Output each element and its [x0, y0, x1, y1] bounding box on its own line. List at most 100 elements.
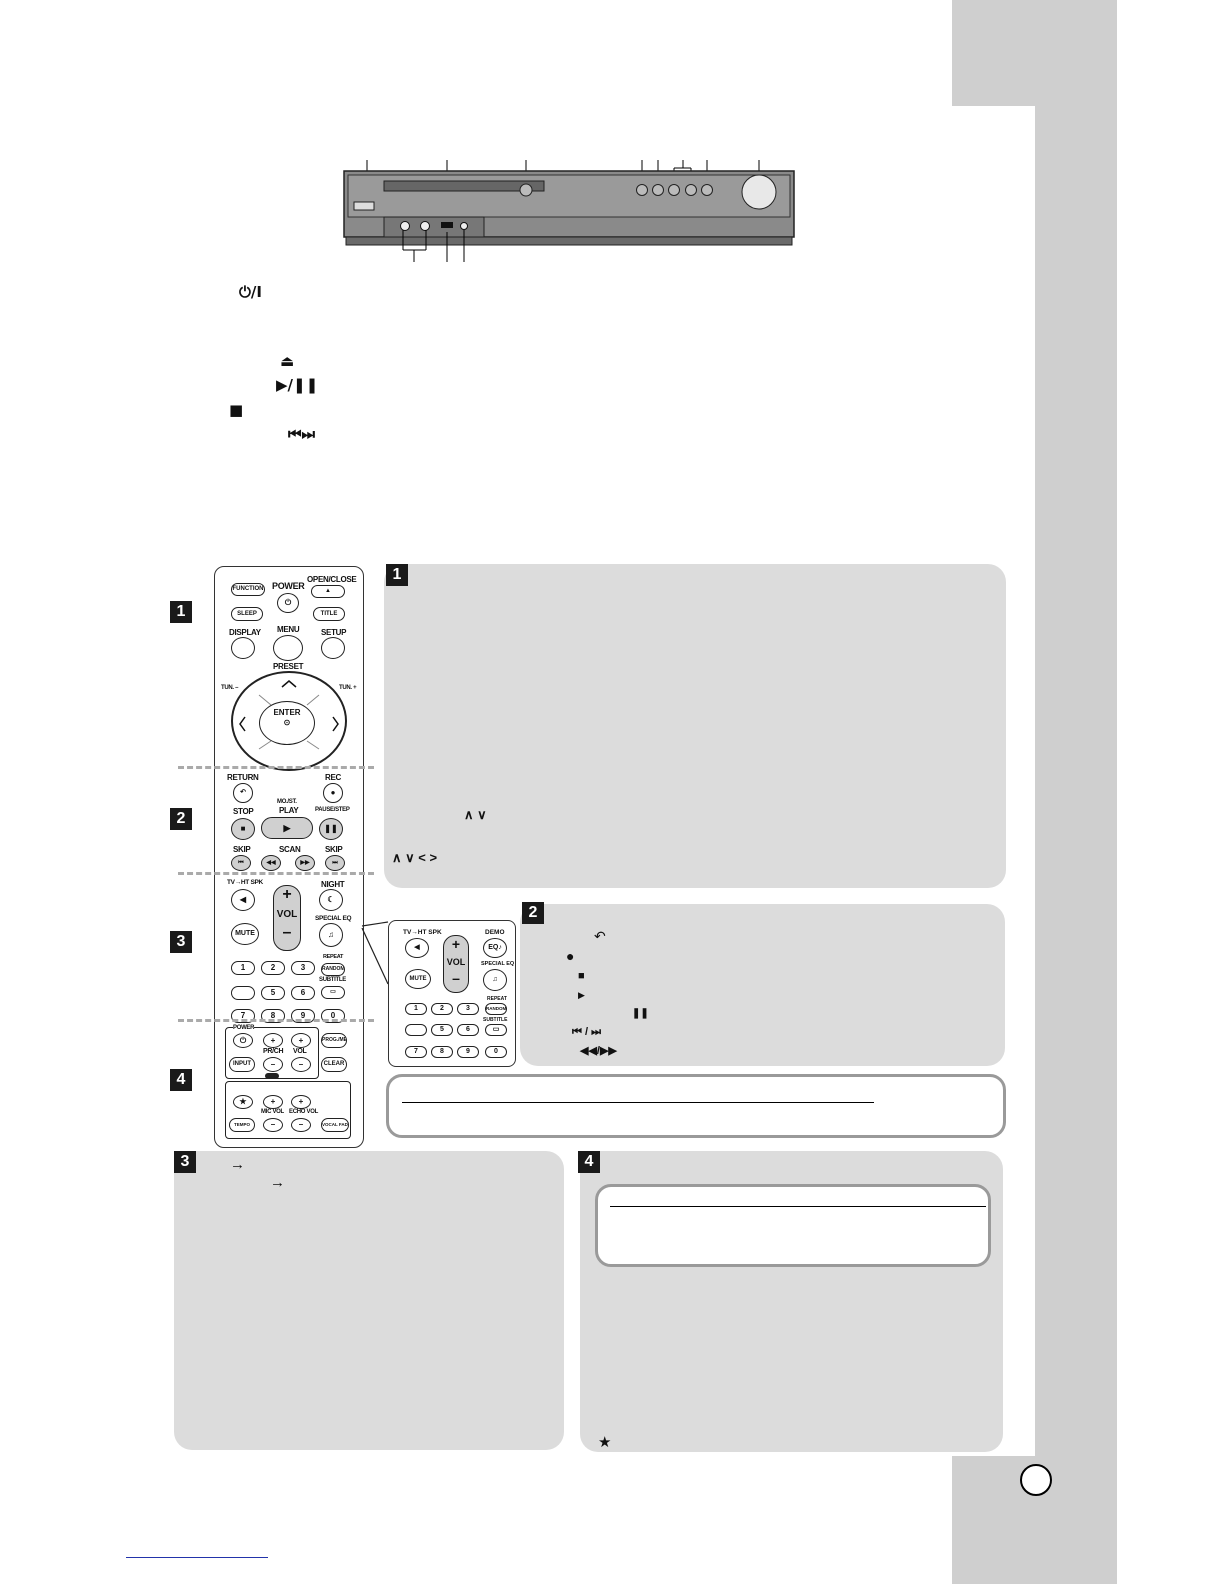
play-label: PLAY — [279, 806, 299, 815]
inset-callout — [361, 921, 389, 985]
inset-eq-button[interactable]: EQ♪ — [483, 938, 507, 958]
inset-digit-7[interactable]: 7 — [405, 1046, 427, 1058]
inset-special-eq-button[interactable]: ♫ — [483, 969, 507, 991]
function-button[interactable]: FUNCTION — [231, 583, 265, 596]
volume-knob — [741, 174, 777, 210]
skip-icon: ⏮ / ⏭ — [572, 1026, 601, 1038]
nav-arrows — [239, 680, 339, 750]
section-divider-3 — [178, 1019, 374, 1022]
digit-5-button[interactable]: 5 — [261, 986, 285, 1000]
menu-label: MENU — [277, 625, 300, 634]
title-button[interactable]: TITLE — [313, 607, 345, 621]
prog-memo-button[interactable]: PROG./MEMO. — [321, 1033, 347, 1048]
callout-lines-bottom — [402, 230, 465, 262]
echo-vol-up-button[interactable]: + — [291, 1095, 311, 1109]
page-number-circle — [1020, 1464, 1052, 1496]
enter-button[interactable]: ENTER⊙ — [259, 701, 315, 745]
pause-button[interactable]: ❚❚ — [319, 818, 343, 840]
scan-back-button[interactable]: ◀◀ — [261, 855, 281, 871]
display-button[interactable] — [231, 637, 255, 659]
stop-label: STOP — [233, 807, 254, 816]
tv-vol-down-button[interactable]: – — [291, 1057, 311, 1072]
panel-2 — [520, 904, 1005, 1066]
inset-digit-8[interactable]: 8 — [431, 1046, 453, 1058]
tv-vol-up-button[interactable]: + — [291, 1033, 311, 1048]
play-icon: ▶ — [578, 990, 585, 1000]
digit-3-button[interactable]: 3 — [291, 961, 315, 975]
digit-6-button[interactable]: 6 — [291, 986, 315, 1000]
mute-button[interactable]: MUTE — [231, 923, 259, 945]
mic-vol-up-button[interactable]: + — [263, 1095, 283, 1109]
open-close-button[interactable]: ▲ — [311, 585, 345, 598]
tv-power-label: POWER — [233, 1025, 255, 1031]
tempo-button[interactable]: TEMPO — [229, 1118, 255, 1132]
rec-button[interactable]: ● — [323, 783, 343, 803]
section-badge-1: 1 — [170, 601, 192, 623]
sidebar-strip — [1035, 0, 1117, 1584]
inset-vol-label: VOL — [446, 957, 466, 967]
panel-1-badge: 1 — [386, 564, 408, 586]
mic-vol-down-button[interactable]: – — [263, 1118, 283, 1132]
tv-power-button[interactable]: ⏻ — [233, 1033, 253, 1048]
note-box-2 — [595, 1184, 991, 1267]
power-button[interactable]: ⏻ — [277, 593, 299, 613]
scan-forward-button[interactable]: ▶▶ — [295, 855, 315, 871]
night-button[interactable]: ☾ — [319, 889, 343, 911]
inset-digit-2[interactable]: 2 — [431, 1003, 453, 1015]
echo-vol-label: ECHO VOL — [289, 1109, 318, 1115]
skip-prev-button[interactable]: ⏮ — [231, 855, 251, 871]
inset-digit-5[interactable]: 5 — [431, 1024, 453, 1036]
digit-4-button[interactable] — [231, 986, 255, 1000]
panel-3 — [174, 1151, 564, 1450]
pr-ch-up-button[interactable]: + — [263, 1033, 283, 1048]
inset-digit-6[interactable]: 6 — [457, 1024, 479, 1036]
inset-repeat-label: REPEAT — [487, 996, 507, 1002]
menu-button[interactable] — [273, 635, 303, 661]
digit-1-button[interactable]: 1 — [231, 961, 255, 975]
sleep-button[interactable]: SLEEP — [231, 607, 263, 621]
special-eq-button[interactable]: ♫ — [319, 923, 343, 947]
return-icon: ↶ — [594, 928, 606, 944]
inset-tv-ht-spk-button[interactable]: ◀ — [405, 938, 429, 958]
vol-rocker[interactable]: +VOL– — [273, 885, 301, 951]
inset-subtitle-button[interactable]: ▭ — [485, 1024, 507, 1036]
tun-minus-label: TUN. – — [221, 685, 239, 691]
inset-mute-button[interactable]: MUTE — [405, 969, 431, 989]
rec-label: REC — [325, 773, 341, 782]
night-label: NIGHT — [321, 880, 345, 889]
tv-ht-spk-button[interactable]: ◀ — [231, 889, 255, 911]
clear-button[interactable]: CLEAR — [321, 1057, 347, 1072]
skip-next-button[interactable]: ⏭ — [325, 855, 345, 871]
stop-button[interactable]: ■ — [231, 818, 255, 840]
subtitle-button[interactable]: ▭ — [321, 986, 345, 999]
note-box-1-rule — [402, 1102, 874, 1103]
tv-ht-spk-label: TV→HT SPK — [227, 879, 263, 886]
echo-vol-down-button[interactable]: – — [291, 1118, 311, 1132]
inset-subtitle-label: SUBTITLE — [483, 1017, 508, 1023]
inset-digit-1[interactable]: 1 — [405, 1003, 427, 1015]
play-button[interactable]: ▶ — [261, 817, 313, 839]
random-button[interactable]: RANDOM — [321, 963, 345, 976]
inset-digit-3[interactable]: 3 — [457, 1003, 479, 1015]
vocal-fader-button[interactable]: VOCAL FADER — [321, 1118, 349, 1132]
input-button[interactable]: INPUT — [229, 1057, 255, 1072]
note-box-1 — [386, 1074, 1006, 1138]
mo-st-label: MO./ST. — [277, 799, 297, 805]
panel-2-badge: 2 — [522, 902, 544, 924]
return-button[interactable]: ↶ — [233, 783, 253, 803]
setup-button[interactable] — [321, 637, 345, 659]
inset-digit-9[interactable]: 9 — [457, 1046, 479, 1058]
note-box-2-rule — [610, 1206, 986, 1207]
inset-random-button[interactable]: RANDOM — [485, 1003, 507, 1015]
star-button[interactable]: ★ — [233, 1095, 253, 1109]
digit-2-button[interactable]: 2 — [261, 961, 285, 975]
inset-digit-0[interactable]: 0 — [485, 1046, 507, 1058]
inset-digit-4[interactable] — [405, 1024, 427, 1036]
inset-eq-label: EQ — [488, 944, 499, 951]
inset-vol-rocker[interactable]: +VOL– — [443, 935, 469, 993]
skip-symbol: ⏮⏭ — [288, 425, 316, 443]
pr-ch-down-button[interactable]: – — [263, 1057, 283, 1072]
inset-tv-ht-spk-label: TV→HT SPK — [403, 929, 442, 936]
star-icon: ★ — [598, 1434, 612, 1451]
power-symbol: ⏻/I — [239, 283, 262, 301]
